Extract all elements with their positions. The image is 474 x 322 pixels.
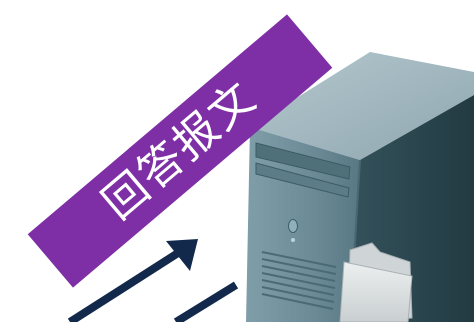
status-light	[291, 238, 295, 242]
drive-bay-lower	[255, 162, 350, 198]
server-top-face	[250, 52, 474, 160]
front-vent	[261, 251, 337, 310]
upper-arrow-shaft	[67, 249, 181, 322]
upper-arrow-head	[166, 239, 198, 271]
power-button	[288, 219, 298, 233]
arrow-icon	[67, 239, 239, 322]
drive-bay-upper	[255, 142, 351, 180]
folder-front	[339, 261, 413, 322]
lower-arrow-shaft	[173, 281, 239, 322]
folder-icon	[339, 242, 413, 322]
